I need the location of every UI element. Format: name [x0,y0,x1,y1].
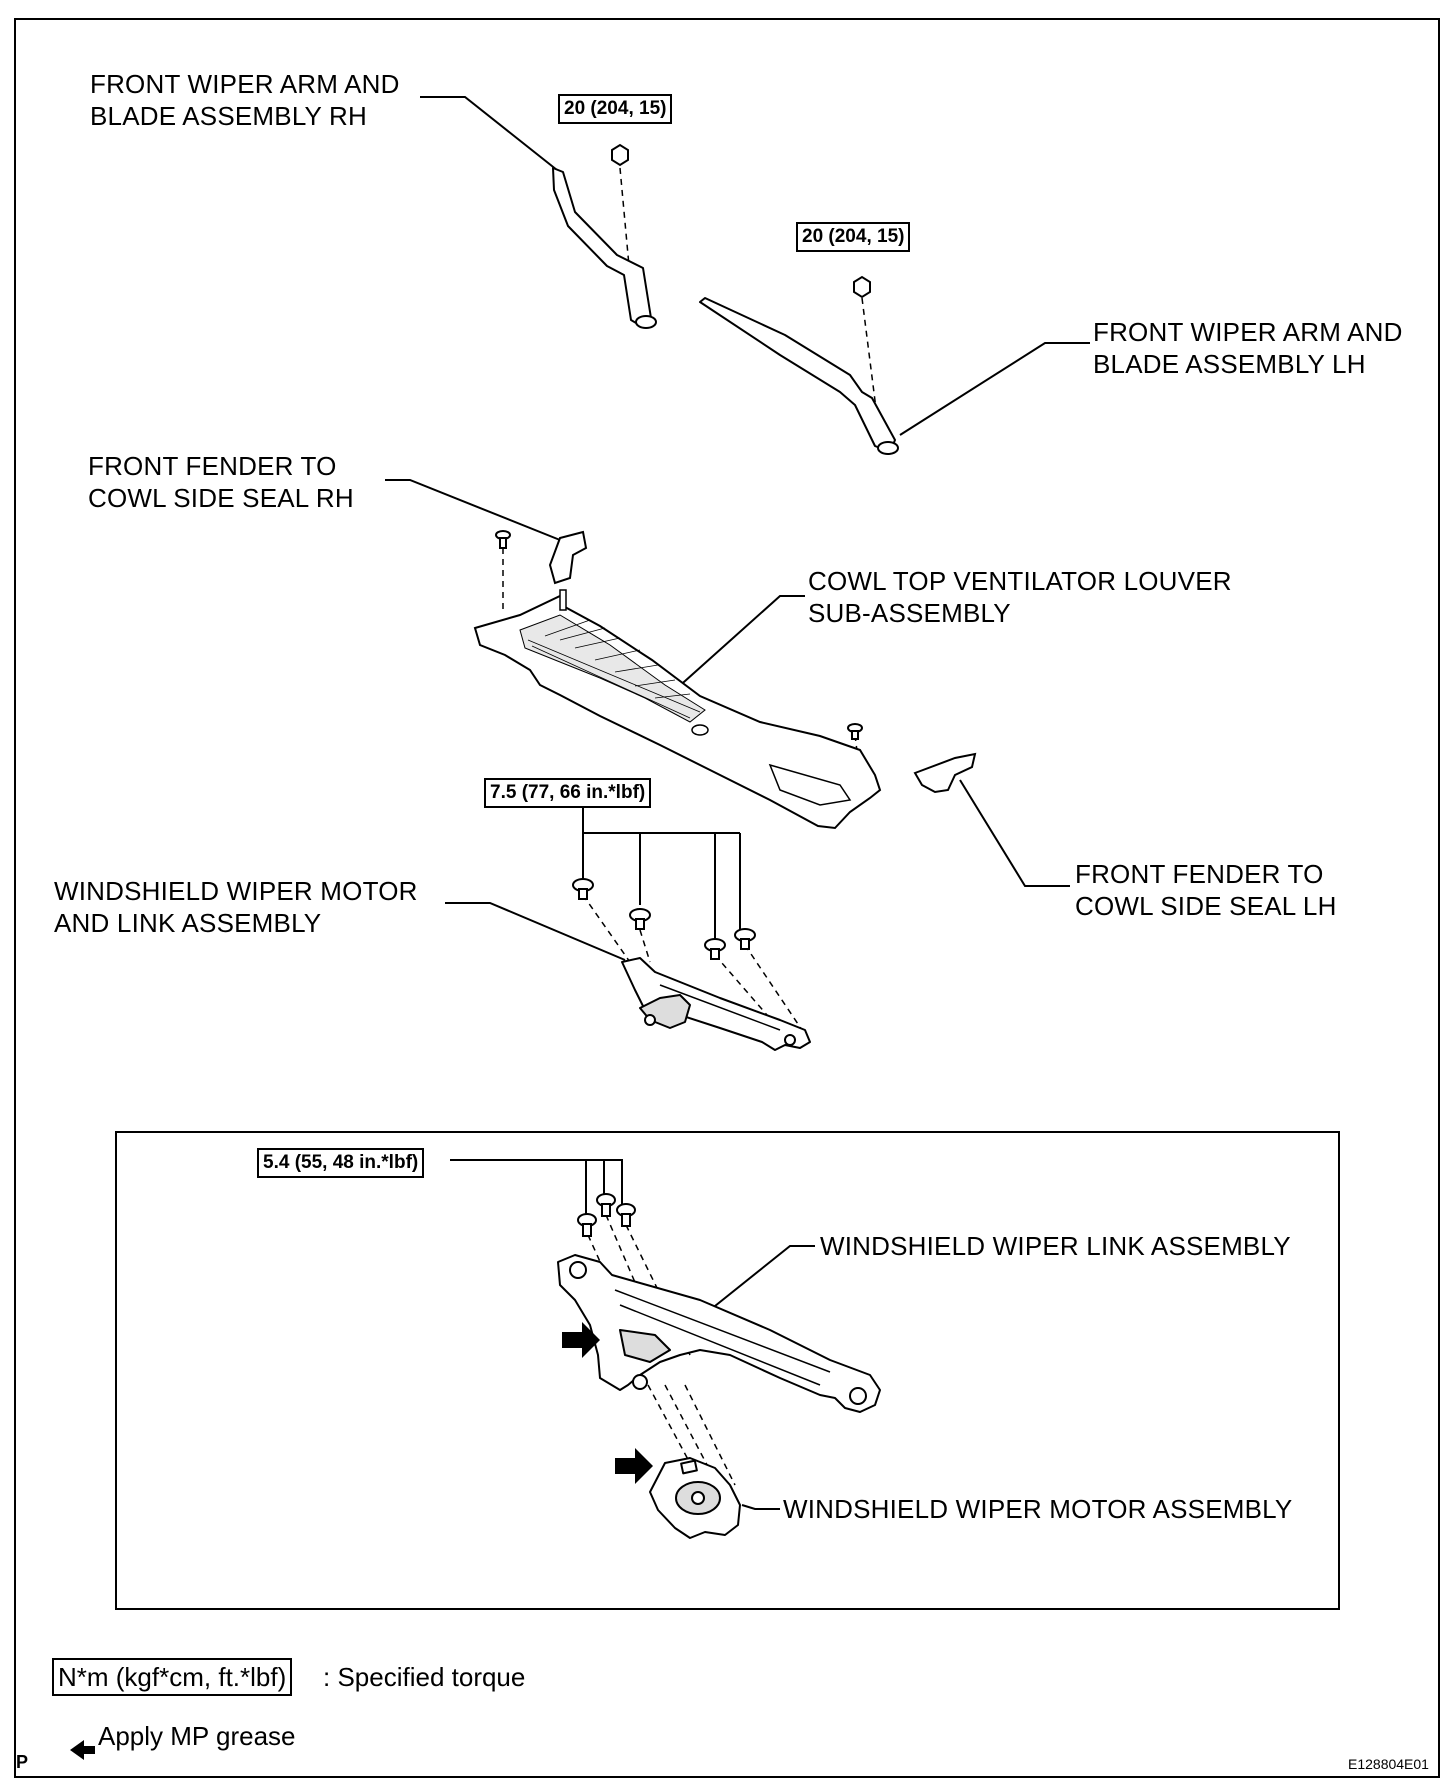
bolt-5-4-b [596,1193,616,1217]
seal-rh [548,530,588,585]
clip-seal-rh [495,530,511,549]
seal-lh [913,752,977,794]
wiper-arm-rh [552,167,657,329]
wiper-arm-lh [699,297,899,455]
figure-code: E128804E01 [1348,1756,1429,1772]
corner-mark: P [16,1752,29,1772]
figure-frame [14,18,1440,1778]
torque-bracket-5-4 [450,1159,623,1205]
wiper-link-assembly [557,1254,881,1413]
label-motor: WINDSHIELD WIPER MOTOR ASSEMBLY [783,1494,1293,1524]
legend-torque-desc: : Specified torque [323,1662,526,1692]
nut-arm-rh [611,143,629,167]
detail-inset-frame [115,1131,1340,1610]
bolt-5-4-c [616,1203,636,1227]
legend-grease-desc: Apply MP grease [98,1721,296,1751]
leader-motor-link [445,902,626,961]
torque-motor-link: 7.5 (77, 66 in.*lbf) [484,778,652,808]
label-seal-rh: FRONT FENDER TO COWL SIDE SEAL RH [88,451,354,513]
torque-arm-lh: 20 (204, 15) [796,222,911,252]
motor-link-assembly-small [621,957,811,1051]
torque-link: 5.4 (55, 48 in.*lbf) [257,1148,425,1178]
torque-arm-rh: 20 (204, 15) [558,94,673,124]
bolt-7-5-c [704,938,726,960]
wiper-motor-assembly [649,1457,741,1539]
legend-torque-box: N*m (kgf*cm, ft.*lbf) [52,1658,293,1696]
legend-grease-arrow [70,1740,95,1760]
bolt-7-5-d [734,928,756,950]
leader-arm-rh [420,96,558,171]
clip-seal-lh [847,723,863,740]
bolt-7-5-b [629,908,651,930]
label-motor-link: WINDSHIELD WIPER MOTOR AND LINK ASSEMBLY [54,876,418,938]
grease-arrow-motor [615,1448,653,1484]
label-seal-lh: FRONT FENDER TO COWL SIDE SEAL LH [1075,859,1337,921]
leader-seal-lh [959,779,1070,887]
leader-arm-lh [899,342,1090,436]
nut-arm-lh [853,275,871,299]
leader-link [709,1245,815,1311]
cowl-louver [473,589,882,830]
leader-motor [741,1504,780,1510]
bolt-7-5-a [572,878,594,900]
grease-arrow-link [562,1322,600,1358]
label-arm-lh: FRONT WIPER ARM AND BLADE ASSEMBLY LH [1093,317,1403,379]
leader-louver [674,595,805,691]
leader-seal-rh [385,479,561,541]
label-arm-rh: FRONT WIPER ARM AND BLADE ASSEMBLY RH [90,69,400,131]
bolt-5-4-a [577,1213,597,1237]
label-louver: COWL TOP VENTILATOR LOUVER SUB-ASSEMBLY [808,566,1232,628]
label-link: WINDSHIELD WIPER LINK ASSEMBLY [820,1231,1291,1261]
